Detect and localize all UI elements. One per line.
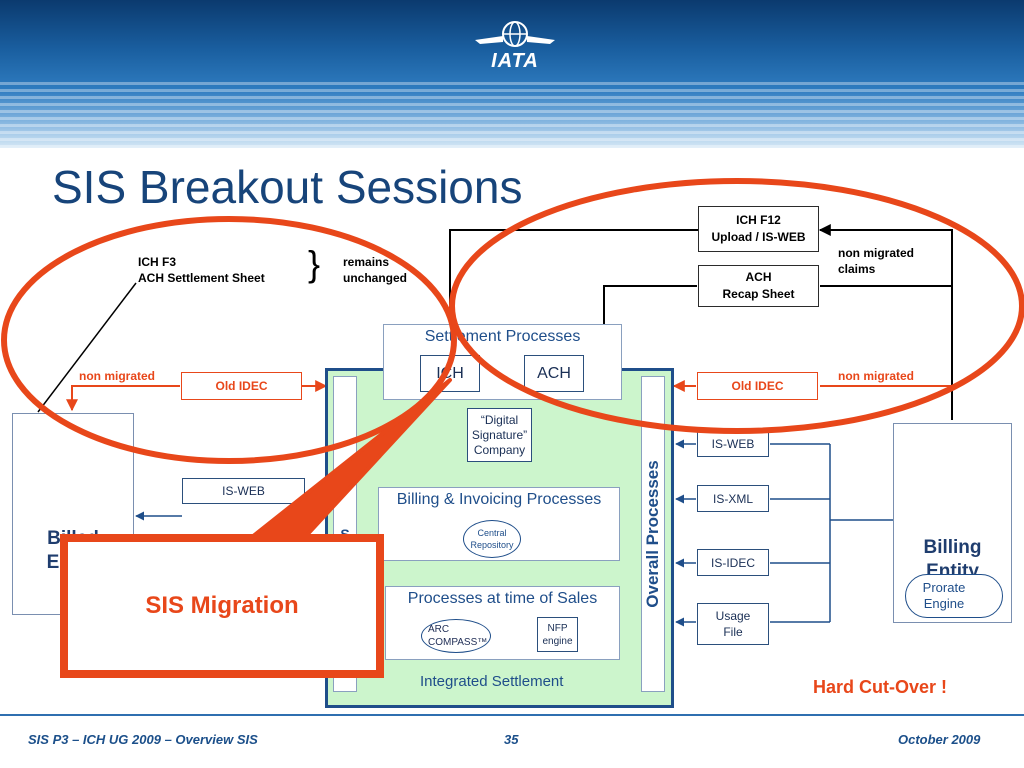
- is-xml-label: IS-XML: [712, 491, 753, 506]
- integrated-settlement-label: Integrated Settlement: [420, 673, 564, 690]
- brace-icon: }: [308, 243, 321, 284]
- non-migrated-left-label: non migrated: [79, 369, 156, 383]
- nfp-engine-box: NFP engine: [537, 617, 578, 652]
- time-of-sales-box: Processes at time of Sales: [385, 586, 620, 660]
- nfp-line1: NFP: [547, 622, 568, 634]
- ich-f3-line1: ICH F3: [138, 255, 177, 269]
- billing-invoicing-label: Billing & Invoicing Processes: [396, 491, 602, 508]
- digital-signature-box: “Digital Signature” Company: [467, 408, 532, 462]
- footer-divider: [0, 714, 1024, 716]
- prorate-line2: Engine: [923, 596, 965, 611]
- sis-migration-callout: SIS Migration: [60, 534, 384, 678]
- left-highlight-ellipse: [1, 216, 457, 464]
- digital-signature-line2: Signature”: [471, 427, 528, 442]
- page-number: 35: [504, 732, 519, 747]
- arc-compass-cylinder: ARC COMPASS™: [421, 619, 491, 653]
- remains-unchanged-label: remains unchanged: [343, 254, 407, 286]
- page-title: SIS Breakout Sessions: [52, 161, 523, 213]
- ach-box: ACH: [524, 355, 584, 392]
- header-stripes: [0, 82, 1024, 148]
- central-repository-cylinder: Central Repository: [463, 520, 521, 558]
- remains-line2: unchanged: [343, 271, 408, 285]
- hard-cutover-label: Hard Cut-Over !: [813, 677, 948, 697]
- usage-file-line2: File: [723, 625, 743, 639]
- central-repository-line2: Repository: [470, 540, 514, 550]
- non-migrated-claims-line1: non migrated: [838, 246, 915, 260]
- footer-date: October 2009: [898, 732, 981, 747]
- old-idec-left-label: Old IDEC: [215, 379, 268, 393]
- footer-left-text: SIS P3 – ICH UG 2009 – Overview SIS: [28, 732, 258, 747]
- arc-line1: ARC: [428, 624, 450, 635]
- digital-signature-line1: “Digital: [480, 412, 519, 427]
- globe-logo-icon: [475, 21, 555, 47]
- usage-file-box: Usage File: [697, 603, 769, 645]
- old-idec-right-box: Old IDEC: [697, 372, 818, 400]
- is-idec-box: IS-IDEC: [697, 549, 769, 576]
- ach-recap-line1: ACH: [745, 270, 772, 284]
- ich-f12-box: ICH F12 Upload / IS-WEB: [698, 206, 819, 252]
- time-of-sales-label: Processes at time of Sales: [407, 590, 598, 607]
- non-migrated-claims-line2: claims: [838, 262, 876, 276]
- usage-file-line1: Usage: [715, 609, 751, 623]
- is-idec-label: IS-IDEC: [710, 555, 755, 570]
- iata-logo-text: IATA: [491, 50, 539, 72]
- prorate-line1: Prorate: [922, 580, 966, 595]
- arc-line2: COMPASS™: [428, 637, 488, 648]
- digital-signature-line3: Company: [473, 442, 526, 457]
- is-web-left-label: IS-WEB: [222, 484, 265, 498]
- ach-recap-box: ACH Recap Sheet: [698, 265, 819, 307]
- non-migrated-right-label: non migrated: [838, 369, 915, 383]
- ach-recap-line2: Recap Sheet: [722, 287, 795, 301]
- is-web-right-label: IS-WEB: [711, 436, 755, 451]
- remains-line1: remains: [343, 255, 390, 269]
- nfp-line2: engine: [542, 635, 573, 647]
- is-web-left-box: IS-WEB: [182, 478, 305, 504]
- old-idec-left-box: Old IDEC: [181, 372, 302, 400]
- ich-f12-line2: Upload / IS-WEB: [711, 230, 806, 244]
- right-highlight-ellipse: [449, 178, 1024, 434]
- billing-entity-line1: Billing: [923, 537, 982, 558]
- central-repository-line1: Central: [477, 528, 507, 538]
- non-migrated-claims-label: non migrated claims: [838, 245, 914, 277]
- sis-migration-label: SIS Migration: [145, 592, 299, 619]
- old-idec-right-label: Old IDEC: [731, 379, 784, 393]
- ich-f12-line1: ICH F12: [736, 213, 781, 227]
- prorate-engine-cylinder: Prorate Engine: [905, 574, 1003, 618]
- ich-f3-line2: ACH Settlement Sheet: [138, 271, 265, 285]
- ich-f3-label: ICH F3 ACH Settlement Sheet: [138, 254, 265, 286]
- is-xml-box: IS-XML: [697, 485, 769, 512]
- ach-label: ACH: [537, 364, 571, 382]
